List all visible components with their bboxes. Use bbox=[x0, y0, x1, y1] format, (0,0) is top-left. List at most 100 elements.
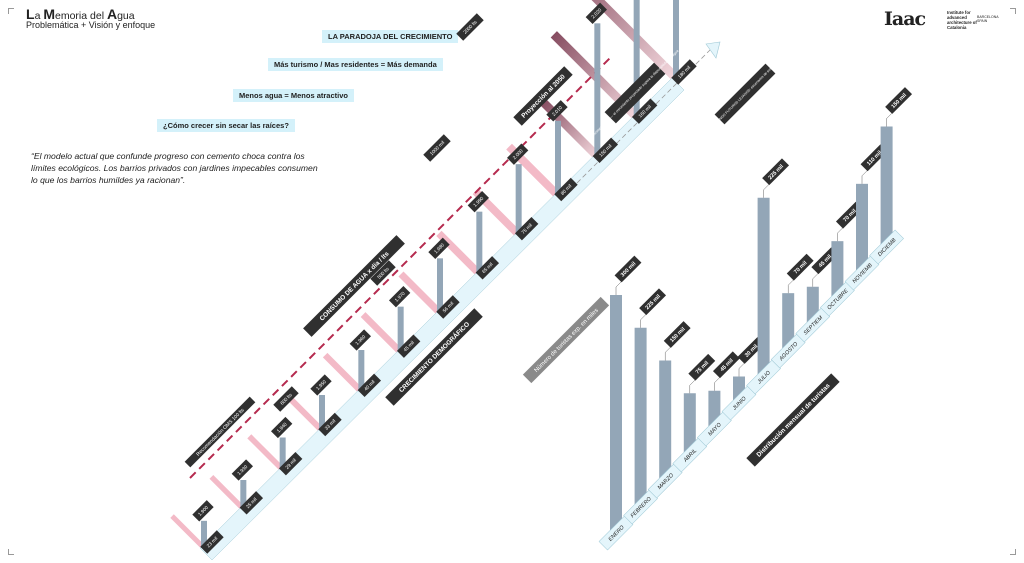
exploration-note: EXPLORANDO FUTUROS LEJANOS: escenarios d… bbox=[707, 56, 784, 133]
population-bar bbox=[240, 480, 247, 509]
tourism-bar bbox=[856, 183, 868, 270]
population-bars-layer bbox=[201, 0, 679, 548]
tourism-leader-line bbox=[689, 377, 698, 394]
tourism-chart-title-text: Distribución mensual de turistas bbox=[755, 382, 831, 458]
population-year-label-bg bbox=[349, 329, 372, 351]
title-fragment: gua bbox=[117, 10, 135, 22]
tourism-leader-line bbox=[615, 278, 625, 295]
water-value-label-bg bbox=[370, 260, 396, 286]
water-consumption-stroke bbox=[247, 434, 287, 474]
tourism-value-label-bg bbox=[885, 87, 913, 114]
tourism-value-label: 150 mil bbox=[885, 87, 913, 114]
population-year-label: 1.960 bbox=[349, 329, 372, 351]
water-consumption-stroke bbox=[170, 514, 208, 552]
water-consumption-stroke bbox=[436, 230, 484, 279]
population-value-label-bg bbox=[278, 451, 303, 476]
water-value-label-bg bbox=[423, 134, 451, 162]
population-value-label-bg bbox=[357, 373, 382, 398]
population-bar bbox=[319, 395, 325, 431]
population-bar bbox=[594, 23, 601, 157]
exploration-note-text: EXPLORANDO FUTUROS LEJANOS: escenarios d… bbox=[707, 56, 784, 133]
population-bar bbox=[397, 306, 404, 353]
tourism-y-axis-label: Número de turistas exp. en miles bbox=[522, 296, 610, 384]
title-fragment: a bbox=[34, 10, 44, 22]
population-value-label-bg bbox=[554, 177, 578, 202]
population-year-label-bg bbox=[467, 190, 490, 213]
callout-demand: Más turismo / Mas residentes = Más deman… bbox=[268, 58, 443, 71]
population-bar bbox=[633, 0, 640, 118]
exploration-note-bg bbox=[714, 63, 776, 125]
tourism-value-label: 75 mil bbox=[688, 353, 716, 381]
oms-line-label-text: Recomendación OMS 100 lts bbox=[195, 407, 246, 458]
population-year-label-bg bbox=[231, 459, 254, 481]
frame-corner bbox=[8, 8, 14, 14]
population-year-label-bg bbox=[310, 374, 332, 396]
tourism-bar bbox=[831, 241, 844, 296]
population-year-label: 1.940 bbox=[270, 416, 293, 439]
tourism-bar bbox=[880, 126, 893, 244]
callout-paradox: LA PARADOJA DEL CRECIMIENTO bbox=[322, 30, 459, 43]
page-title: La Memoria del Agua bbox=[26, 6, 135, 22]
population-year-label-bg bbox=[270, 416, 293, 439]
tourism-leader-line bbox=[640, 311, 649, 328]
population-value-label-bg bbox=[475, 256, 500, 280]
tourism-value-label-bg bbox=[688, 353, 716, 381]
population-year-label: 1.900 bbox=[192, 500, 214, 522]
population-year-label-bg bbox=[546, 100, 568, 122]
population-year-label: 1.930 bbox=[231, 459, 254, 481]
tourism-leader-line bbox=[738, 360, 748, 377]
tourism-y-axis-label-text: Número de turistas exp. en miles bbox=[534, 308, 600, 374]
population-value-label-bg bbox=[396, 334, 421, 358]
population-bar bbox=[515, 164, 522, 235]
population-value-label-bg bbox=[592, 137, 619, 164]
tourism-bar bbox=[634, 327, 647, 504]
population-bar bbox=[279, 437, 286, 470]
callout-attractiveness: Menos agua = Menos atractivo bbox=[233, 89, 354, 102]
water-value-label: 1000 mil bbox=[423, 134, 451, 162]
frame-corner bbox=[1010, 8, 1016, 14]
water-axis-title-bg bbox=[303, 235, 405, 337]
tourism-value-label: 300 mil bbox=[614, 255, 642, 283]
water-axis-title: CONSUMO DE AGUA x día / lts bbox=[303, 235, 405, 337]
tourism-value-label-bg bbox=[639, 288, 667, 316]
title-fragment: M bbox=[43, 6, 55, 22]
iaac-logo: Iaac bbox=[884, 8, 926, 30]
water-axis-title-text: CONSUMO DE AGUA x día / lts bbox=[319, 250, 391, 322]
tourism-leader-line bbox=[886, 110, 895, 127]
population-year-label-bg bbox=[428, 237, 450, 260]
population-bar bbox=[437, 258, 443, 313]
population-year-label: 1.950 bbox=[310, 374, 332, 396]
tourism-leader-line bbox=[787, 276, 797, 294]
population-year-label: 1.970 bbox=[388, 285, 411, 308]
population-value-label-bg bbox=[436, 295, 460, 319]
population-year-label-bg bbox=[388, 285, 411, 308]
water-consumption-stroke bbox=[591, 0, 682, 84]
tourism-leader-line bbox=[714, 374, 723, 391]
title-fragment: L bbox=[26, 6, 35, 22]
water-consumption-stroke bbox=[398, 271, 445, 318]
oms-line-label: Recomendación OMS 100 lts bbox=[184, 396, 256, 468]
tourism-value-label: 45 mil bbox=[712, 351, 740, 379]
tourism-value-label: 70 mil bbox=[786, 253, 814, 281]
tourism-chart-title-bg bbox=[746, 373, 840, 467]
population-bar bbox=[476, 211, 483, 274]
tourism-bar bbox=[757, 197, 770, 374]
population-bar bbox=[201, 520, 207, 548]
water-value-label-bg bbox=[273, 386, 299, 412]
tourism-value-label: 225 mil bbox=[762, 158, 790, 186]
population-value-label-bg bbox=[671, 59, 697, 85]
logo-institute-name: Institute for advanced architecture of C… bbox=[947, 10, 977, 30]
tourism-leader-line bbox=[664, 344, 674, 361]
frame-corner bbox=[8, 549, 14, 555]
callout-question: ¿Cómo crecer sin secar las raíces? bbox=[157, 119, 295, 132]
tourism-bar bbox=[610, 295, 622, 530]
tourism-value-label-bg bbox=[786, 253, 814, 281]
tourism-y-axis-label-bg bbox=[522, 296, 610, 384]
oms-line-label-bg bbox=[184, 396, 256, 468]
population-bar bbox=[358, 350, 365, 392]
oms-recommendation-line bbox=[189, 55, 613, 479]
population-axis-title-bg bbox=[385, 308, 483, 406]
water-consumption-stroke bbox=[322, 352, 366, 396]
